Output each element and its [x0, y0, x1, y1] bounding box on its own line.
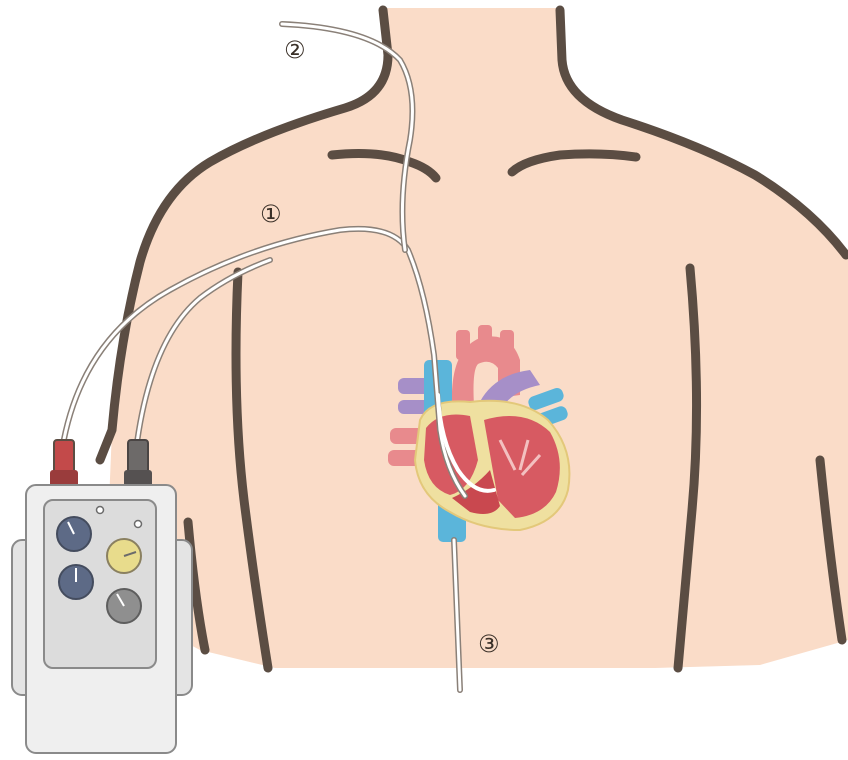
- dial-top-left[interactable]: [57, 517, 91, 551]
- aortic-branch-3: [500, 330, 514, 356]
- torso-skin: [105, 8, 848, 668]
- external-pacemaker-icon: [12, 440, 192, 753]
- lead-1-label: ①: [260, 200, 282, 228]
- torso: [100, 8, 848, 668]
- lead-3-label: ③: [478, 630, 500, 658]
- aortic-branch-1: [456, 330, 470, 360]
- lead-2-label: ②: [284, 36, 306, 64]
- dial-bottom-left[interactable]: [59, 565, 93, 599]
- indicator-light-2: [135, 521, 142, 528]
- dial-top-right[interactable]: [107, 539, 141, 573]
- dial-bottom-right[interactable]: [107, 589, 141, 623]
- aortic-branch-2: [478, 325, 492, 351]
- indicator-light-1: [97, 507, 104, 514]
